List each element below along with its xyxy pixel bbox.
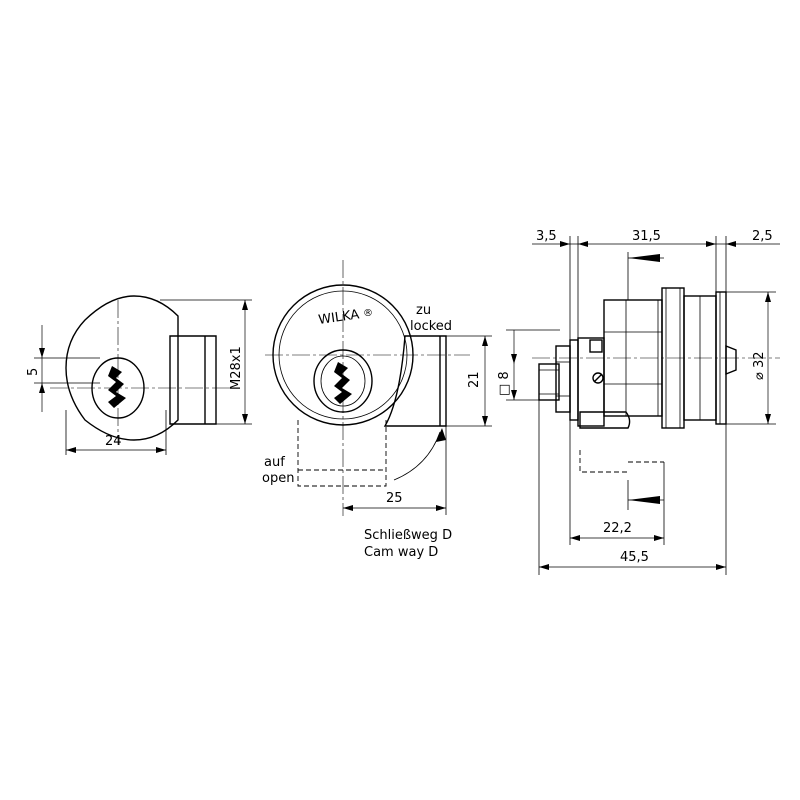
dim-cam-reach-label: 25 <box>386 491 403 506</box>
rear-key-profile-icon <box>108 366 126 408</box>
rear-cam-plate <box>169 335 217 425</box>
rear-body-section <box>65 295 179 441</box>
dim-thread-label: M28x1 <box>229 346 244 390</box>
front-cam-locked <box>383 335 447 427</box>
dim-key-label: 5 <box>26 368 41 376</box>
dim-flange-left: 3,5 <box>536 229 557 244</box>
camway-de: Schließweg D <box>364 528 452 543</box>
label-locked-en: locked <box>410 319 452 334</box>
brand-registered-mark: ® <box>363 308 373 319</box>
rear-view: 24 5 M28x1 <box>26 295 252 455</box>
label-open-de: auf <box>264 455 285 470</box>
front-view: WILKA ® zu locked auf open 21 25 Schließ… <box>262 260 492 560</box>
dim-body-length: 31,5 <box>632 229 661 244</box>
dim-total-length: 45,5 <box>620 550 649 565</box>
dim-square: □ 8 <box>497 371 512 396</box>
brand-logo-text: WILKA <box>317 307 360 328</box>
label-open-en: open <box>262 471 294 486</box>
camway-en: Cam way D <box>364 545 438 560</box>
dim-flange-right: 2,5 <box>752 229 773 244</box>
dim-cam-height-label: 21 <box>467 371 482 388</box>
side-view: 3,5 31,5 2,5 □ 8 ⌀ 32 22,2 <box>497 229 780 575</box>
dim-partial-length: 22,2 <box>603 521 632 536</box>
label-locked-de: zu <box>416 303 431 318</box>
dim-width-label: 24 <box>105 434 122 449</box>
dim-diameter: ⌀ 32 <box>752 351 767 380</box>
